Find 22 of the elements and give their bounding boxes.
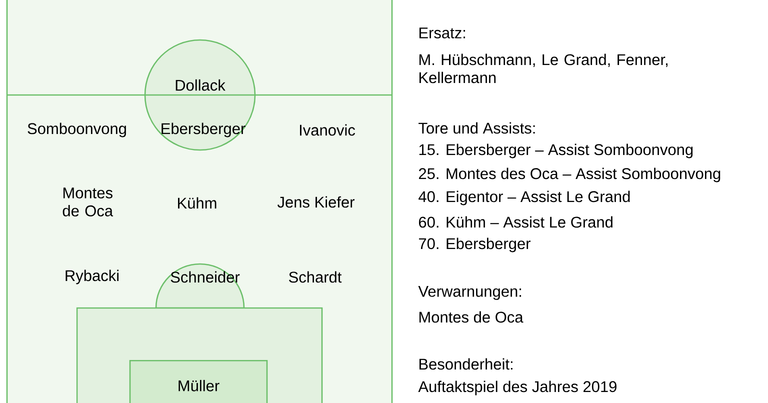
text-line: 25. Montes des Oca – Assist Somboonvong bbox=[419, 168, 720, 182]
section-heading: Verwarnungen: bbox=[418, 286, 522, 300]
section-heading: Besonderheit: bbox=[419, 358, 512, 370]
section-heading: Tore und Assists: bbox=[418, 122, 535, 134]
text-line: 40. Eigentor – Assist Le Grand bbox=[418, 190, 630, 206]
player-name: Somboonvong bbox=[28, 122, 126, 138]
goal-area: Müller bbox=[129, 360, 268, 403]
text-line: 60. Kühm – Assist Le Grand bbox=[419, 216, 612, 228]
player-name: Jens Kiefer bbox=[277, 196, 354, 208]
player-name: Montes de Oca bbox=[62, 188, 114, 216]
player-name: Ivanovic bbox=[300, 124, 356, 136]
player-name: Schardt bbox=[289, 271, 342, 283]
text-line: M. Hübschmann, Le Grand, Fenner, Kellermann bbox=[419, 54, 668, 84]
text-line: Auftaktspiel des Jahres 2019 bbox=[418, 380, 616, 396]
text-line: 15. Ebersberger – Assist Somboonvong bbox=[419, 144, 693, 158]
player-name: Schneider bbox=[170, 271, 240, 283]
text-line: 70. Ebersberger bbox=[419, 238, 530, 252]
section-heading: Ersatz: bbox=[419, 28, 466, 38]
text-line: Montes de Oca bbox=[419, 311, 524, 323]
player-name: Kühm bbox=[178, 197, 216, 209]
player-name: Ebersberger bbox=[162, 122, 246, 138]
player-name: Rybacki bbox=[66, 270, 119, 284]
